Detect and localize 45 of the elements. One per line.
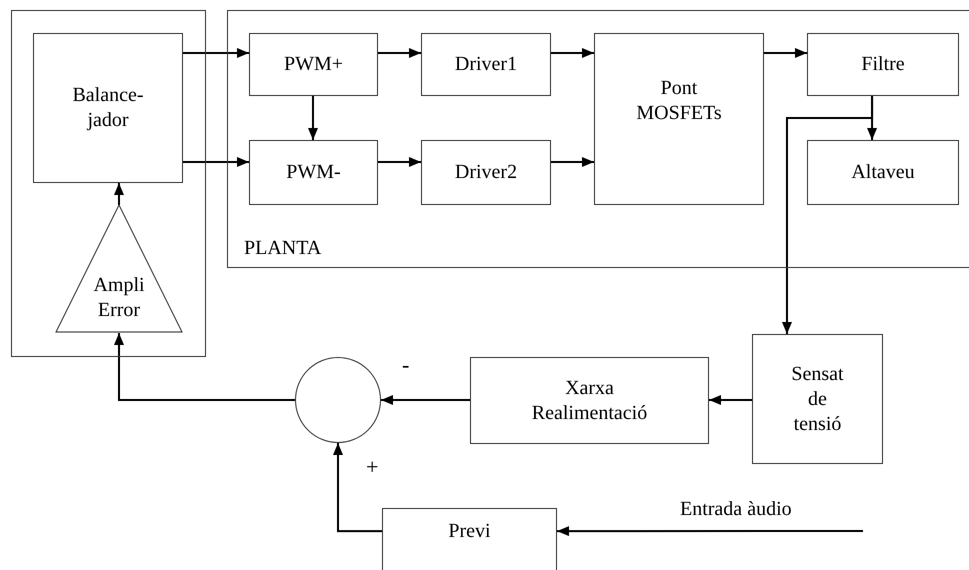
node-label: PWM- xyxy=(286,160,341,185)
process-box xyxy=(421,140,551,205)
arrow xyxy=(183,156,249,167)
group-label: PLANTA xyxy=(244,236,322,261)
arrow xyxy=(378,156,421,167)
process-box xyxy=(470,357,709,444)
arrow xyxy=(114,183,124,205)
sign-label: - xyxy=(402,352,410,378)
node-label: Xarxa Realimentació xyxy=(530,376,648,426)
arrow xyxy=(378,48,421,58)
process-box xyxy=(594,33,764,205)
process-box xyxy=(33,33,183,183)
node-label: Filtre xyxy=(861,52,905,77)
node-label: Altaveu xyxy=(851,160,915,185)
arrow xyxy=(709,395,752,405)
arrow xyxy=(333,443,382,532)
arrow xyxy=(551,48,594,58)
node-label: Pont MOSFETs xyxy=(635,76,723,126)
group-frame xyxy=(11,10,206,357)
process-box xyxy=(382,508,557,570)
summing-circle xyxy=(295,357,381,443)
amplifier-triangle xyxy=(55,205,183,333)
arrow xyxy=(114,333,295,401)
sign-label: + xyxy=(366,454,378,480)
process-box xyxy=(249,140,378,205)
node-label: Ampli Error xyxy=(92,273,146,323)
node-label: Sensat de tensió xyxy=(790,362,845,436)
node-label: Driver1 xyxy=(454,52,518,77)
arrow xyxy=(782,96,874,334)
process-box xyxy=(421,33,551,96)
node-label: Driver2 xyxy=(454,160,518,185)
node-label: Previ xyxy=(448,519,491,544)
arrow xyxy=(551,157,594,167)
arrow xyxy=(381,395,470,405)
process-box xyxy=(807,140,959,205)
arrow xyxy=(764,48,807,58)
arrow xyxy=(308,96,318,140)
node-label: Balance- jador xyxy=(71,83,145,133)
arrow xyxy=(557,526,863,536)
node-label: PWM+ xyxy=(284,52,344,77)
process-box xyxy=(807,33,959,96)
group-frame xyxy=(227,10,969,268)
process-box xyxy=(752,334,883,464)
process-box xyxy=(249,33,378,96)
arrow xyxy=(183,48,249,58)
